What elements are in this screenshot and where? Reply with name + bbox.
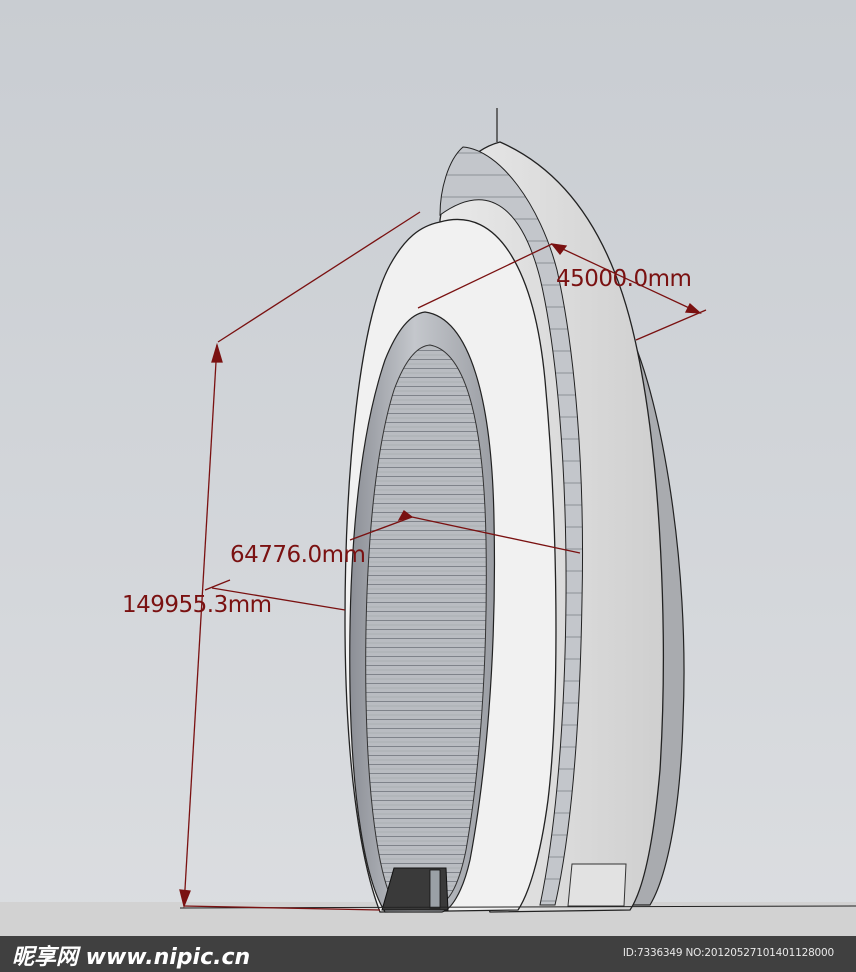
service-panel [567, 863, 627, 907]
watermark-logo: 昵享网 www.nipic.cn [12, 945, 251, 970]
dimension-label-149955: 149955.3mm [122, 592, 272, 618]
dimension-label-64776: 64776.0mm [230, 542, 366, 568]
louvered-facade [365, 344, 487, 901]
upper-glass-band [439, 146, 584, 906]
dimension-64776[interactable] [211, 510, 581, 611]
dimension-149955[interactable] [179, 211, 421, 911]
watermark-id: ID:7336349 NO:20120527101401128000 [622, 947, 834, 959]
entrance-glass [429, 869, 441, 909]
dimension-45000[interactable] [417, 243, 707, 341]
dimension-label-45000: 45000.0mm [556, 266, 692, 292]
watermark-footer [0, 936, 856, 972]
